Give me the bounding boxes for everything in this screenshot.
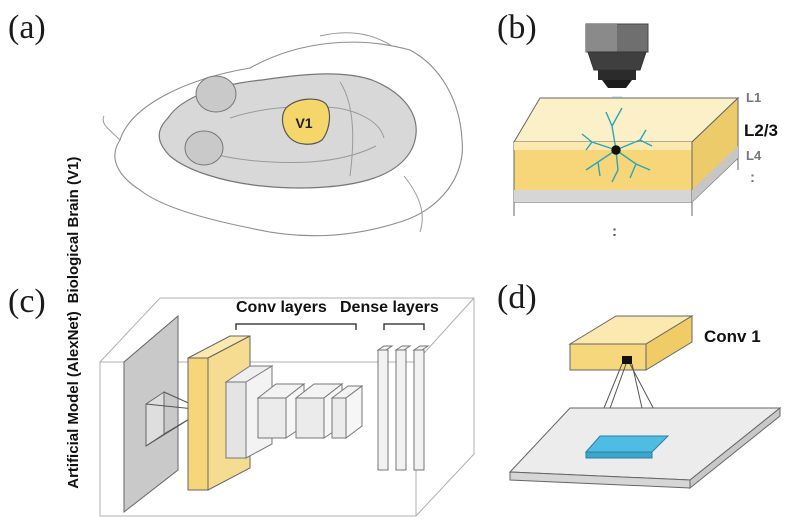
- cortex-l4-band: [514, 190, 692, 202]
- receptive-field-patch-edge: [585, 451, 653, 459]
- v1-label: V1: [295, 115, 312, 131]
- neuron-icon: [581, 107, 653, 183]
- ear-line: [319, 32, 393, 47]
- panel-c: (c) Artificial Model (AlexNet): [8, 283, 475, 517]
- panel-b: (b): [497, 9, 778, 240]
- dense-layers: [376, 345, 430, 471]
- layer-label-l1: L1: [746, 90, 761, 105]
- panel-a-letter: (a): [8, 9, 46, 46]
- cortex-side-l4: [692, 146, 738, 202]
- mouse-brain-illustration: V1: [102, 32, 463, 237]
- conv1-block-d: [568, 315, 694, 371]
- panel-a-side-label: Biological Brain (V1): [65, 157, 82, 304]
- panel-a: (a) Biological Brain (V1) V1: [8, 9, 463, 304]
- conv-layers-label: Conv layers: [236, 299, 327, 316]
- dense-layers-bracket: [383, 323, 425, 330]
- dense-layers-label: Dense layers: [340, 299, 439, 316]
- panel-d-letter: (d): [497, 279, 537, 316]
- panel-b-letter: (b): [497, 9, 537, 46]
- cortex-block: [513, 96, 740, 216]
- olfactory-bulb-lower: [184, 130, 224, 166]
- brain-fold-1: [229, 105, 385, 139]
- layer-ellipsis-below: :: [612, 223, 617, 240]
- brain-fold-2: [199, 145, 377, 163]
- brain-fold-3: [339, 81, 354, 177]
- layer-label-l4: L4: [746, 148, 762, 163]
- panel-c-side-label: Artificial Model (AlexNet): [65, 311, 82, 489]
- input-image: [123, 314, 205, 514]
- olfactory-bulb-upper: [195, 75, 237, 113]
- conv5-block: [330, 385, 364, 439]
- conv-layers-bracket: [235, 323, 357, 330]
- conv1-unit: [622, 356, 632, 364]
- layer-label-l23: L2/3: [744, 121, 778, 140]
- layer-ellipsis-right: :: [750, 169, 755, 186]
- neck-line: [403, 175, 423, 233]
- panel-c-letter: (c): [8, 283, 46, 320]
- v1-region: [281, 98, 331, 145]
- microscope-objective-icon: [585, 23, 649, 88]
- panel-d: (d) Conv 1: [497, 279, 782, 490]
- conv1-label: Conv 1: [704, 327, 761, 346]
- snout-line: [102, 115, 121, 141]
